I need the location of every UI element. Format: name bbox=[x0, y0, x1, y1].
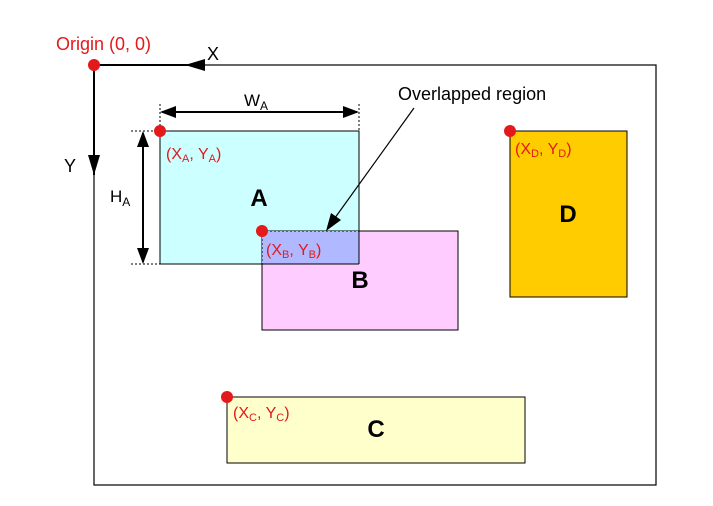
rectangle-d-name: D bbox=[559, 201, 576, 228]
coord-label-a: (XA, YA) bbox=[166, 146, 221, 165]
width-arrowhead-right bbox=[343, 106, 359, 118]
point-a bbox=[154, 125, 166, 137]
x-axis-arrowhead bbox=[185, 59, 205, 71]
origin-label: Origin (0, 0) bbox=[56, 34, 151, 54]
coord-label-c: (XC, YC) bbox=[233, 405, 290, 424]
rectangle-c-name: C bbox=[367, 416, 384, 443]
height-arrowhead-top bbox=[137, 131, 149, 147]
y-axis-arrowhead bbox=[88, 155, 100, 175]
x-axis-label: X bbox=[207, 44, 219, 64]
point-c bbox=[221, 391, 233, 403]
overlapped-region bbox=[262, 231, 359, 264]
rectangle-a-name: A bbox=[250, 185, 267, 212]
height-arrowhead-bottom bbox=[137, 248, 149, 264]
width-arrowhead-left bbox=[160, 106, 176, 118]
height-label: HA bbox=[110, 187, 130, 209]
point-b bbox=[256, 225, 268, 237]
overlapped-region-label: Overlapped region bbox=[398, 84, 546, 104]
rectangle-d bbox=[509, 130, 628, 298]
callout-arrow-line bbox=[331, 107, 415, 223]
rectangle-b-name: B bbox=[351, 267, 368, 294]
origin-point bbox=[88, 59, 100, 71]
coord-label-b: (XB, YB) bbox=[266, 242, 321, 261]
width-label: WA bbox=[244, 91, 268, 113]
point-d bbox=[504, 125, 516, 137]
coord-label-d: (XD, YD) bbox=[515, 141, 572, 160]
y-axis-label: Y bbox=[64, 156, 76, 176]
canvas-frame bbox=[93, 64, 657, 486]
rectangle-c bbox=[226, 396, 526, 464]
callout-arrowhead bbox=[326, 213, 341, 231]
